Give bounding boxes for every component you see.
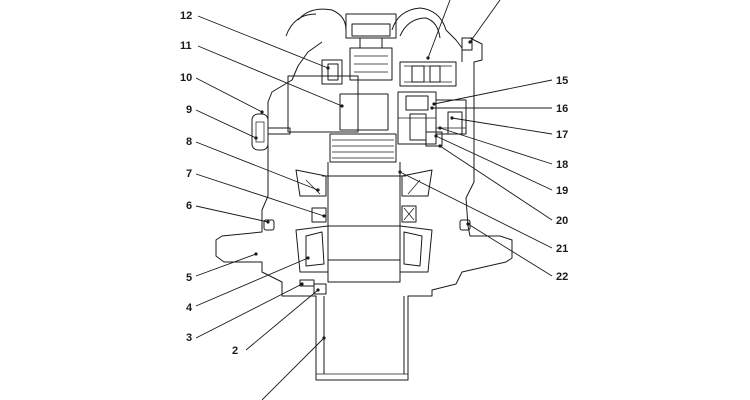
leader-22 [467,223,553,277]
leader-dots [254,40,472,340]
leader-4 [195,257,309,307]
callout-11: 11 [180,40,192,52]
leader-14-partial [469,0,501,43]
leader-11 [197,45,343,107]
callout-22: 22 [556,271,568,283]
callout-19: 19 [556,185,568,197]
leader-8 [195,141,319,191]
leader-1-partial [261,337,325,400]
callout-21: 21 [556,243,568,255]
callout-4: 4 [186,302,193,314]
upper-bearing [295,169,433,223]
leader-2 [245,289,319,351]
leader-lines [195,0,553,400]
callout-18: 18 [556,159,568,171]
callout-3: 3 [186,332,192,344]
leader-19 [435,135,553,191]
leader-9 [195,109,257,139]
callout-9: 9 [186,104,192,116]
leader-18 [439,127,553,165]
leader-7 [195,173,325,217]
callout-5: 5 [186,272,192,284]
callout-10: 10 [180,72,192,84]
drain-plug [251,113,291,151]
callout-8: 8 [186,136,192,148]
leader-17 [451,117,553,135]
leader-12 [197,15,329,69]
top-cover-hub [345,13,397,81]
leader-13-partial [427,0,451,59]
callout-2: 2 [232,345,238,357]
upper-gear-carrier [287,37,473,133]
callout-20: 20 [556,215,568,227]
callout-labels: 12 11 10 9 8 7 6 5 4 3 2 15 16 17 18 19 … [180,10,568,357]
callout-6: 6 [186,200,192,212]
leader-10 [195,77,263,113]
leader-6 [195,205,269,223]
leader-3 [195,283,303,339]
callout-16: 16 [556,103,568,115]
callout-12: 12 [180,10,192,22]
leader-20 [439,145,553,221]
seal-rings [263,207,471,295]
leader-21 [399,171,553,249]
callout-15: 15 [556,75,568,87]
lower-taper-bearing [295,225,433,273]
callout-17: 17 [556,129,568,141]
center-shaft [316,133,408,375]
callout-7: 7 [186,168,192,180]
leader-15 [433,79,553,105]
housing-outline [215,7,513,381]
leader-5 [195,253,257,277]
